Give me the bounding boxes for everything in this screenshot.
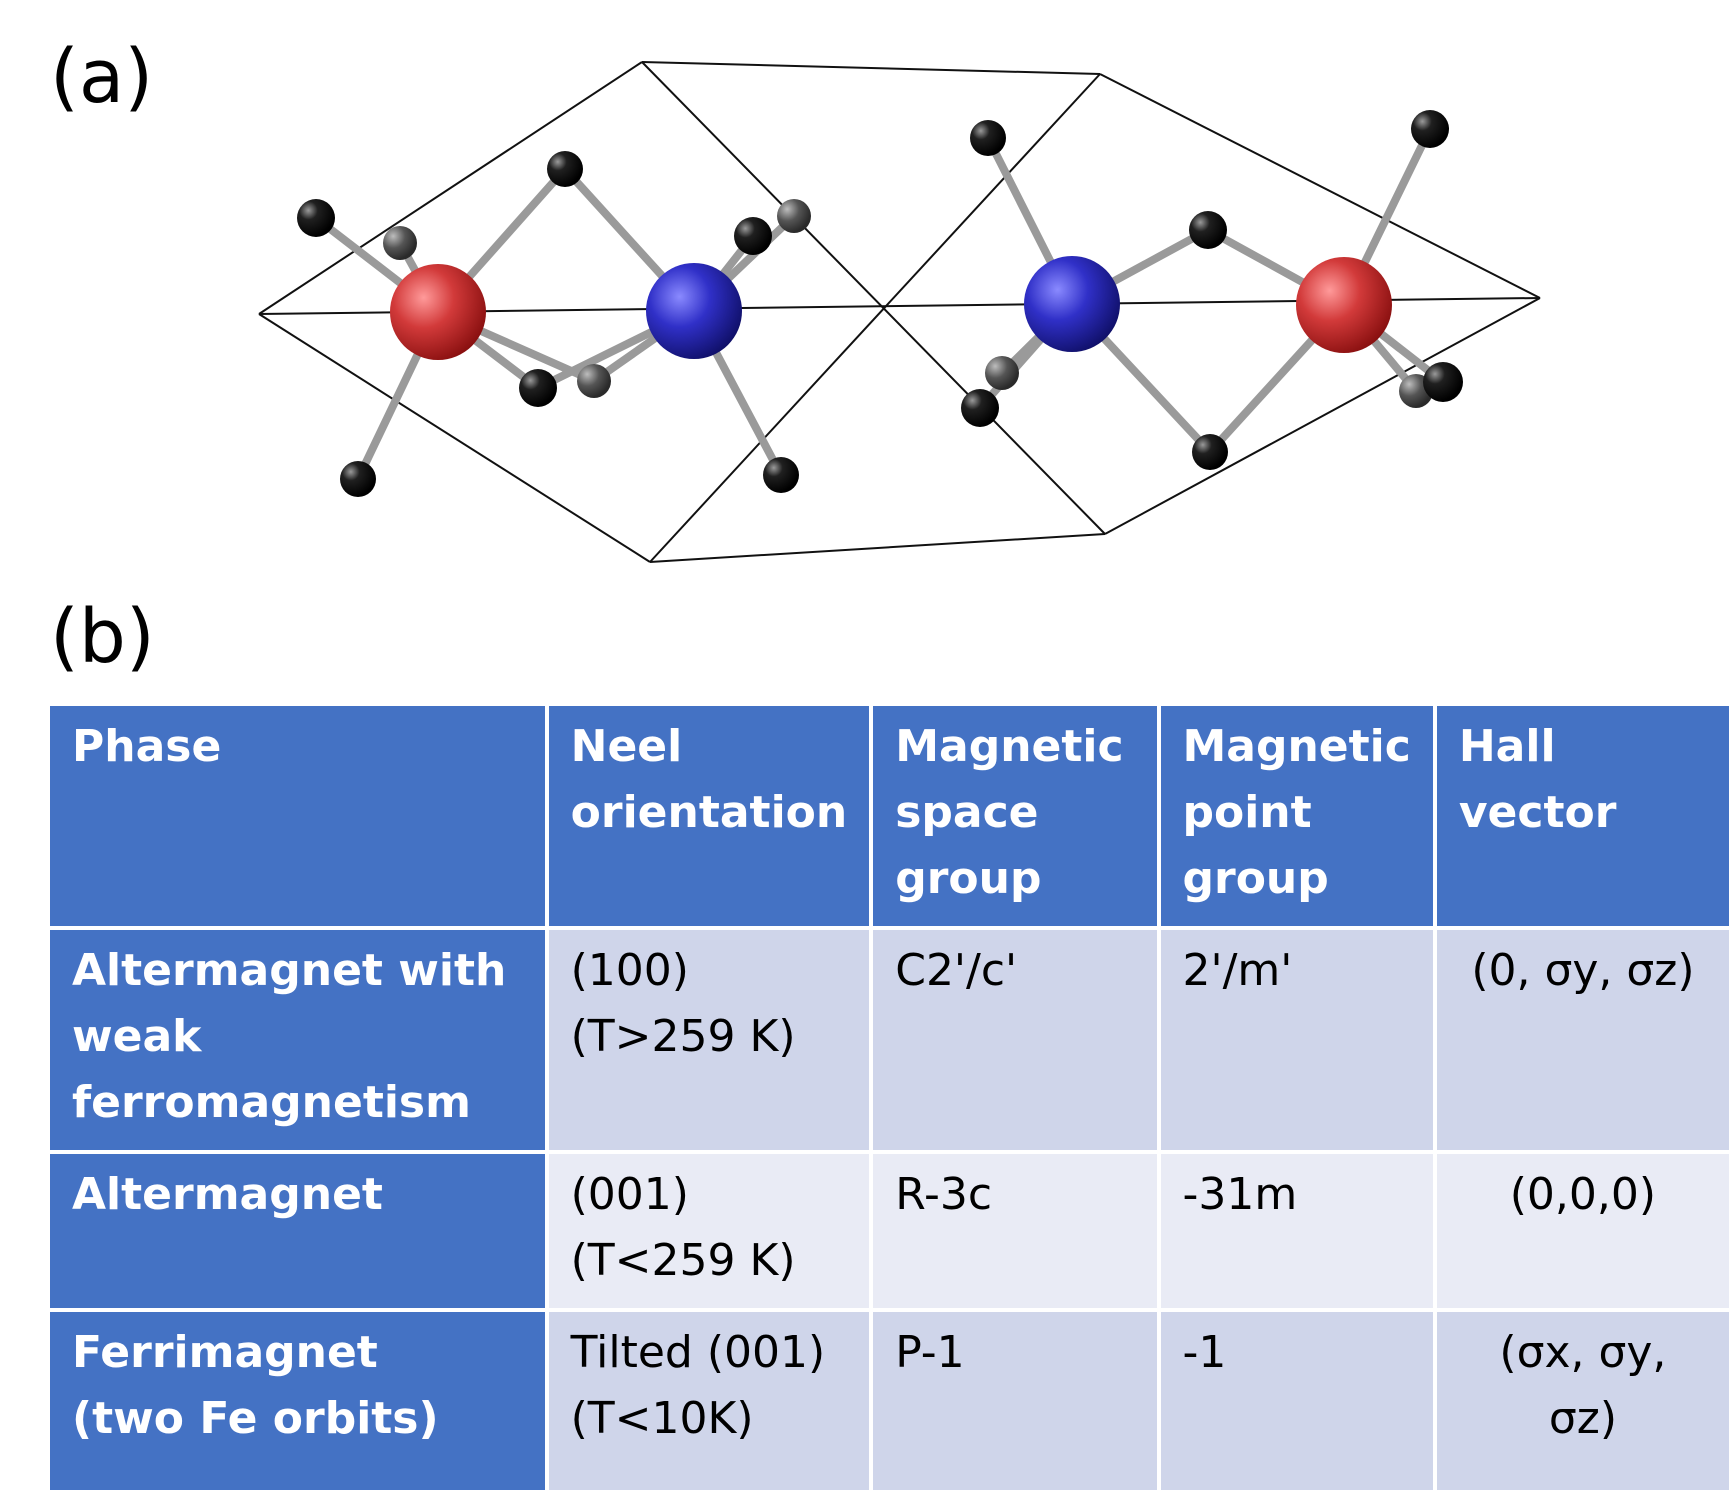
header-magnetic-point-group: Magnetic point group xyxy=(1160,706,1433,926)
cell-point-group: -1 xyxy=(1160,1312,1433,1490)
cell-space-group: R-3c xyxy=(873,1154,1157,1308)
cell-neel: (100) (T>259 K) xyxy=(548,930,870,1150)
ligand-atoms-back xyxy=(383,199,1433,408)
header-magnetic-space-group: Magnetic space group xyxy=(873,706,1157,926)
cell-phase: Altermagnet with weak ferromagnetism xyxy=(50,930,545,1150)
table-row: Altermagnet with weak ferromagnetism (10… xyxy=(50,930,1729,1150)
fe-atom-blue xyxy=(1024,256,1120,352)
cell-space-group: P-1 xyxy=(873,1312,1157,1490)
table-row: Altermagnet (001) (T<259 K) R-3c -31m (0… xyxy=(50,1154,1729,1308)
header-neel-orientation: Neel orientation xyxy=(548,706,870,926)
cell-neel: (001) (T<259 K) xyxy=(548,1154,870,1308)
table-header-row: Phase Neel orientation Magnetic space gr… xyxy=(50,706,1729,926)
cell-point-group: -31m xyxy=(1160,1154,1433,1308)
cell-phase: Ferrimagnet (two Fe orbits) xyxy=(50,1312,545,1490)
cell-hall-vector: (σx, σy, σz) xyxy=(1436,1312,1729,1490)
cell-hall-vector: (0, σy, σz) xyxy=(1436,930,1729,1150)
magnetic-phase-table: Phase Neel orientation Magnetic space gr… xyxy=(46,702,1729,1494)
cell-neel: Tilted (001) (T<10K) xyxy=(548,1312,870,1490)
fe-atom-red xyxy=(1296,257,1392,353)
cell-point-group: 2'/m' xyxy=(1160,930,1433,1150)
panel-label-a: (a) xyxy=(50,34,154,120)
crystal-structure-diagram xyxy=(258,61,1541,563)
header-phase: Phase xyxy=(50,706,545,926)
cell-hall-vector: (0,0,0) xyxy=(1436,1154,1729,1308)
ligand-atoms-front xyxy=(297,110,1463,497)
header-hall-vector: Hall vector xyxy=(1436,706,1729,926)
cell-phase: Altermagnet xyxy=(50,1154,545,1308)
fe-atom-red xyxy=(390,264,486,360)
cell-space-group: C2'/c' xyxy=(873,930,1157,1150)
fe-atom-blue xyxy=(646,263,742,359)
table-row: Ferrimagnet (two Fe orbits) Tilted (001)… xyxy=(50,1312,1729,1490)
panel-label-b: (b) xyxy=(50,594,155,680)
